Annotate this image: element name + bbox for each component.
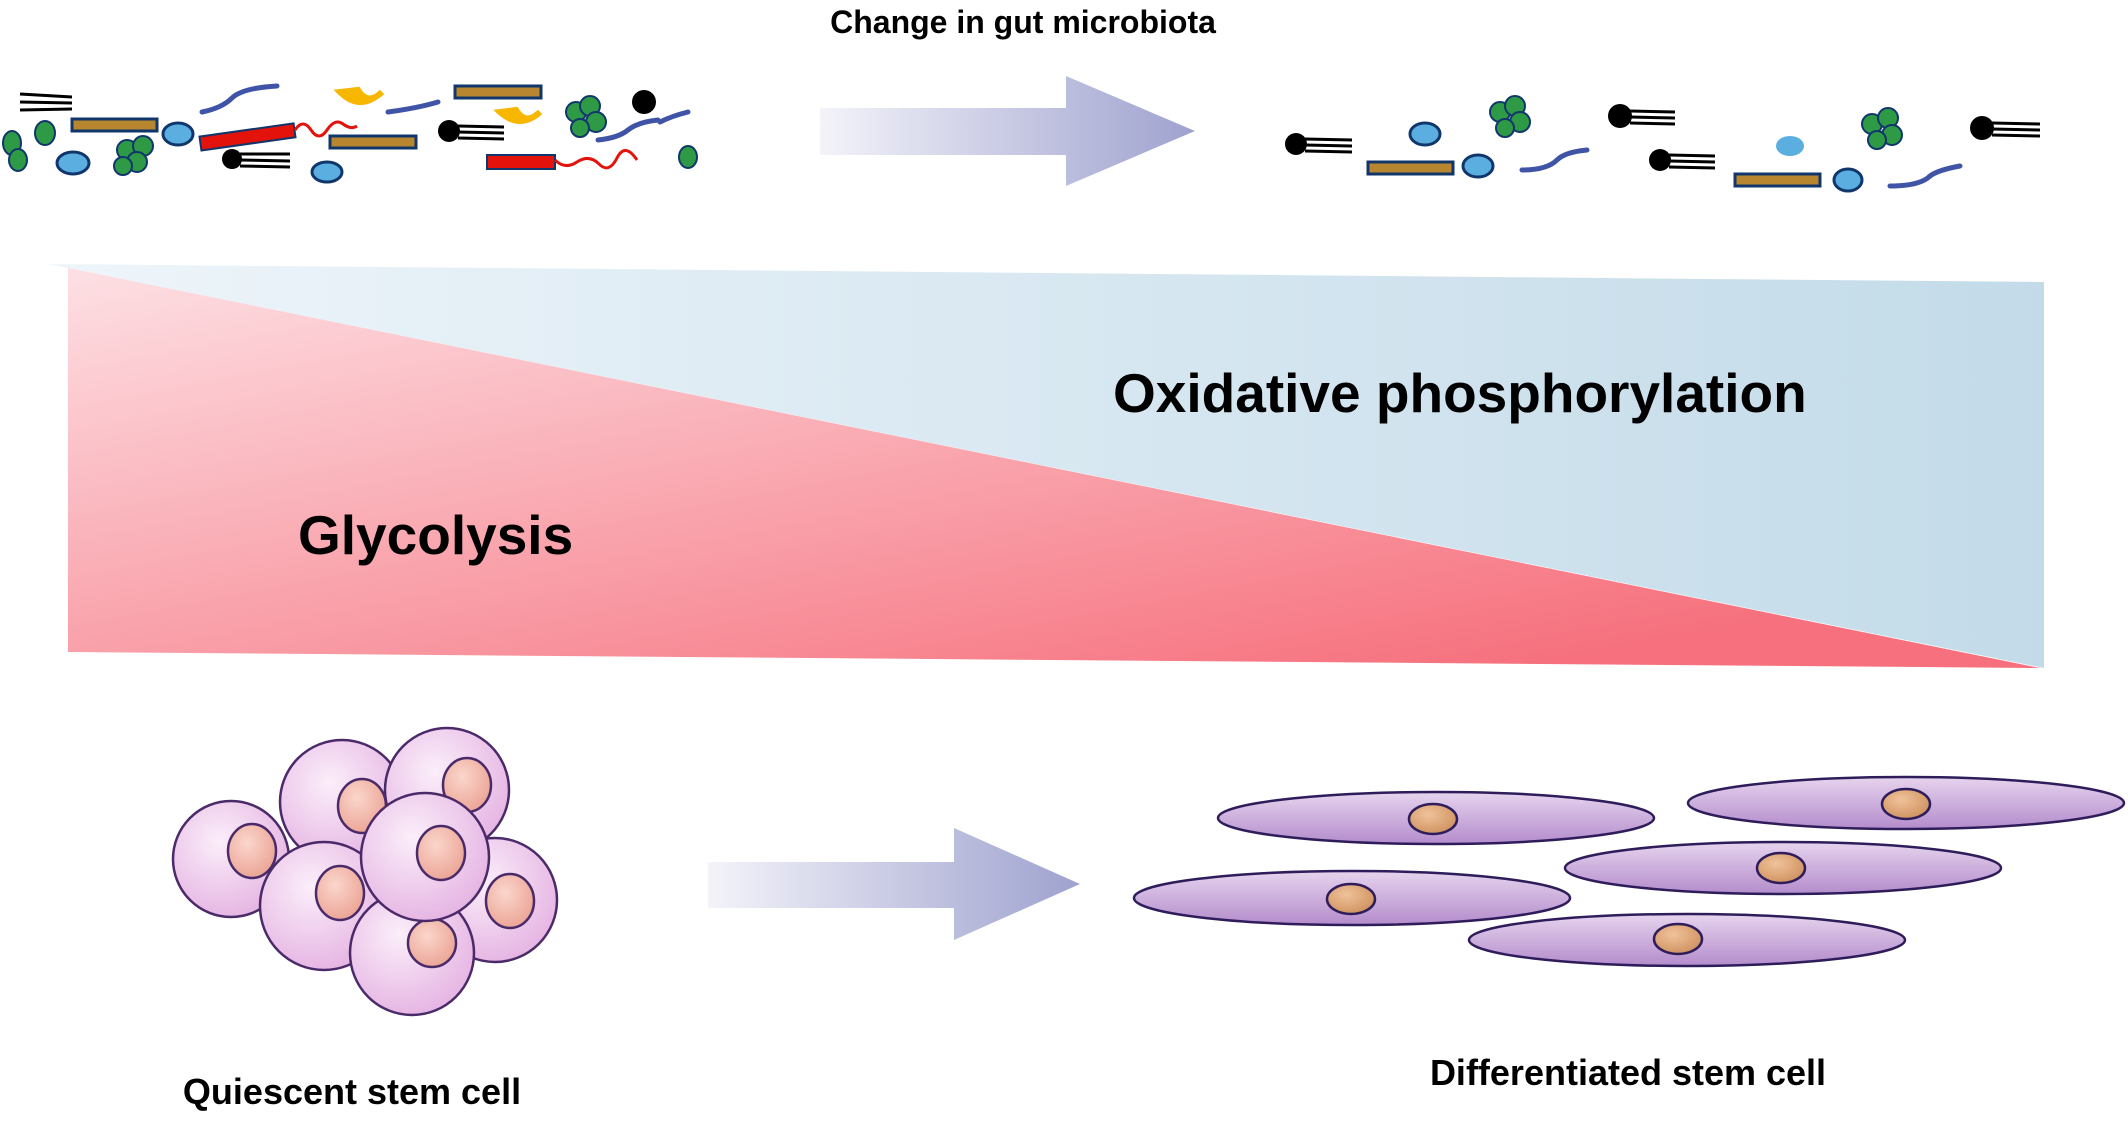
blue-oval-bacterium-icon: [1461, 153, 1495, 179]
green-coccus-icon: [34, 120, 56, 146]
flagellum-icon: [293, 120, 358, 138]
lipid-molecule-icon: [438, 120, 505, 142]
differentiated-stem-cell-group: [1132, 775, 2126, 968]
green-coccus-icon: [8, 148, 28, 172]
blue-oval-bacterium-icon: [161, 121, 195, 147]
differentiation-arrow: [708, 828, 1080, 940]
red-rod-bacterium-icon: [486, 154, 556, 170]
brown-rod-bacterium-icon: [1366, 160, 1455, 176]
yellow-crescent-icon: [333, 86, 385, 105]
lipid-molecule-icon: [222, 149, 291, 169]
oxidative-phosphorylation-label: Oxidative phosphorylation: [1113, 362, 1807, 424]
lipid-molecule-icon: [1285, 133, 1353, 155]
curved-rod-icon: [595, 117, 661, 143]
flat-cell-icon: [1686, 775, 2126, 831]
curved-rod-icon: [657, 109, 691, 125]
blue-oval-bacterium-icon: [1776, 136, 1804, 156]
lipid-molecule-icon: [19, 92, 73, 112]
flat-cell-icon: [1563, 840, 2003, 896]
curved-rod-icon: [385, 99, 441, 115]
lipid-molecule-icon: [1608, 104, 1676, 128]
brown-rod-bacterium-icon: [453, 84, 543, 100]
curved-rod-icon: [199, 83, 280, 115]
green-cluster-icon: [113, 135, 154, 176]
brown-rod-bacterium-icon: [328, 134, 418, 150]
quiescent-stem-cell-cluster: [171, 726, 559, 1017]
blue-oval-bacterium-icon: [1408, 121, 1442, 147]
yellow-crescent-icon: [493, 106, 543, 124]
flat-cell-icon: [1132, 869, 1572, 927]
glycolysis-wedge: [68, 268, 2040, 668]
flat-cell-icon: [1216, 790, 1656, 846]
green-coccus-icon: [678, 145, 698, 169]
differentiated-stem-cell-label: Differentiated stem cell: [1430, 1052, 1826, 1093]
curved-rod-icon: [1519, 147, 1590, 173]
blue-oval-bacterium-icon: [310, 160, 344, 184]
glycolysis-label: Glycolysis: [298, 504, 573, 566]
green-cluster-icon: [565, 95, 607, 138]
brown-rod-bacterium-icon: [1733, 172, 1822, 188]
red-rod-bacterium-icon: [198, 122, 297, 152]
diagram-title: Change in gut microbiota: [830, 4, 1216, 40]
blue-oval-bacterium-icon: [1832, 167, 1864, 193]
reduced-microbiota-cluster: [1285, 95, 2041, 193]
blue-oval-bacterium-icon: [55, 150, 91, 176]
flat-cell-icon: [1467, 912, 1907, 968]
green-cluster-icon: [1861, 107, 1903, 150]
diverse-microbiota-cluster: [2, 83, 698, 184]
stem-cell-icon: [359, 791, 491, 923]
curved-rod-icon: [1887, 163, 1963, 189]
microbiota-change-arrow: [820, 76, 1195, 186]
lipid-molecule-icon: [1970, 116, 2041, 140]
quiescent-stem-cell-label: Quiescent stem cell: [183, 1071, 521, 1112]
black-coccus-icon: [632, 90, 656, 114]
stem-cell-icon: [348, 889, 476, 1017]
brown-rod-bacterium-icon: [70, 117, 159, 133]
stem-cell-icon: [171, 799, 291, 919]
oxidative-phosphorylation-wedge: [48, 264, 2044, 668]
flagellum-icon: [553, 149, 639, 170]
lipid-molecule-icon: [1649, 149, 1716, 171]
green-cluster-icon: [1489, 95, 1531, 138]
